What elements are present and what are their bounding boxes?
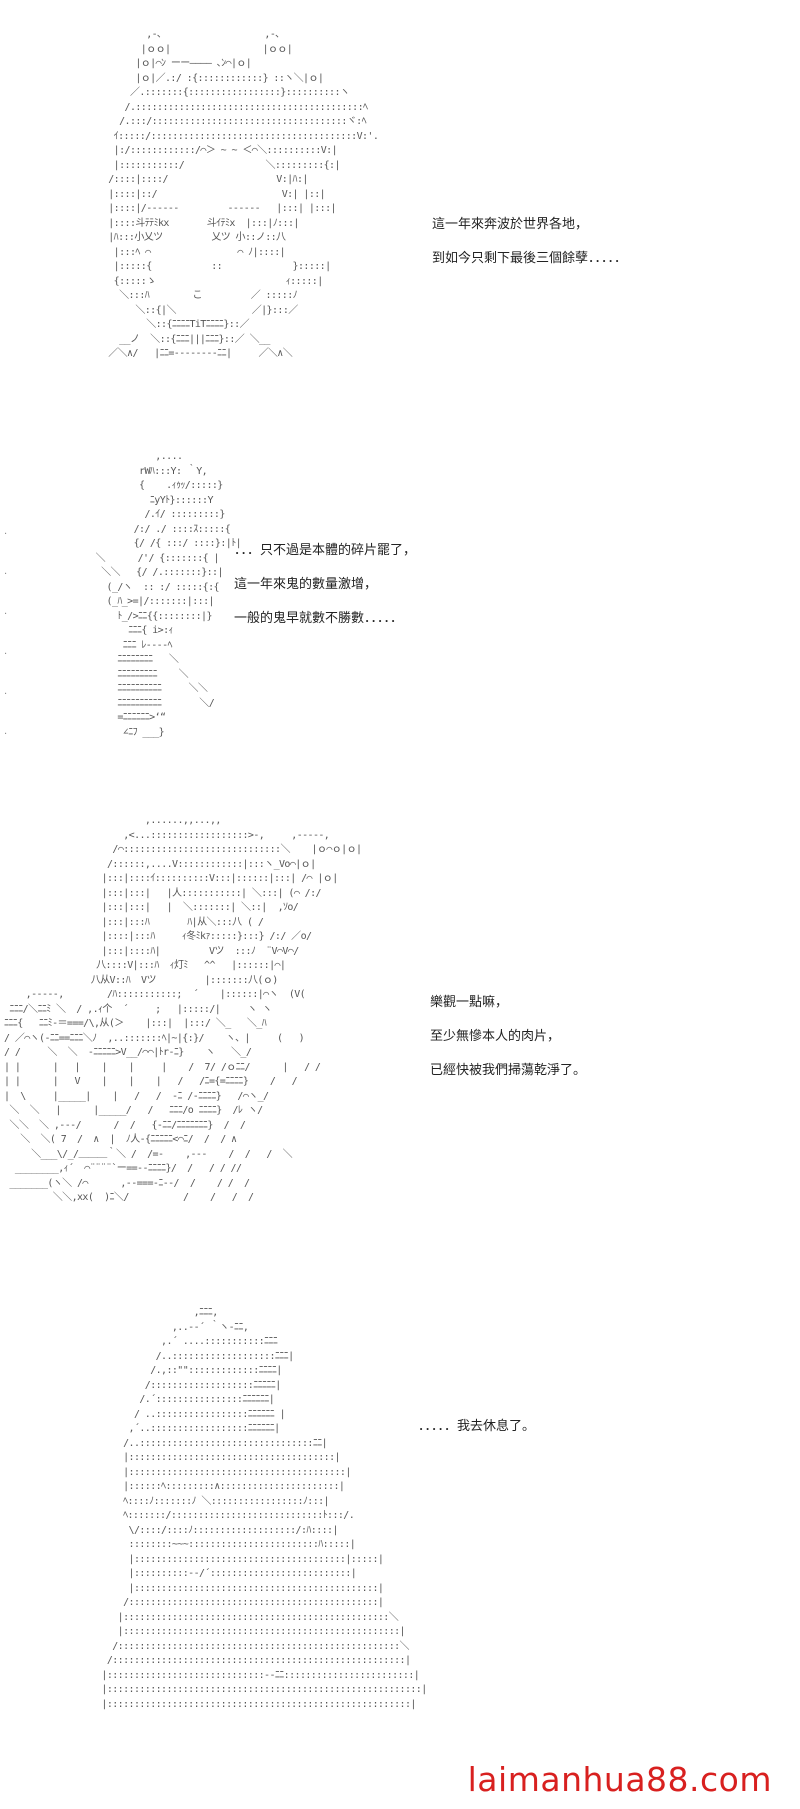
dialog-line: 至少無慘本人的肉片， bbox=[430, 1029, 561, 1044]
ascii-art-character-1: ,-､ ,-､ |ｏｏ| |ｏｏ| |ｏ|⌒ﾝ ーー―――― ､ﾝ⌒|ｏ| |ｏ… bbox=[108, 29, 379, 359]
dialog-line: ．．．．．我去休息了。 bbox=[418, 1419, 536, 1434]
dialog-box: ．．．只不過是本體的碎片罷了， 這一年來鬼的數量激增， 一般的鬼早就數不勝數．．… bbox=[234, 534, 416, 636]
decorative-dots: ······ bbox=[4, 529, 8, 740]
panel-2: ,.... rWﾊ:::Y: ｀Y, { .ｨｩｯ/:::::} ﾆyYﾄ}::… bbox=[0, 430, 800, 770]
panel-3: ,......,,...,, ,<...::::::::::::::::::>-… bbox=[0, 800, 800, 1280]
ascii-art-character-2: ,.... rWﾊ:::Y: ｀Y, { .ｨｩｯ/:::::} ﾆyYﾄ}::… bbox=[95, 451, 242, 738]
watermark-logo: laimanhua88.com bbox=[467, 1760, 772, 1799]
dialog-line: 到如今只剩下最後三個餘孽．．．．． bbox=[432, 251, 628, 266]
ascii-art-characters-3: ,......,,...,, ,<...::::::::::::::::::>-… bbox=[4, 815, 362, 1203]
ascii-art-character-4: ,ﾆﾆﾆ, ,..-‐´ ｀ヽ-ﾆﾆ, ,.´ ....:::::::::::ﾆ… bbox=[101, 1307, 427, 1710]
dialog-line: 一般的鬼早就數不勝數．．．．． bbox=[234, 611, 404, 626]
dialog-line: 這一年來奔波於世界各地， bbox=[432, 217, 589, 232]
dialog-box: 樂觀一點嘛， 至少無慘本人的肉片， 已經快被我們掃蕩乾淨了。 bbox=[430, 986, 586, 1088]
dialog-box: ．．．．．我去休息了。 bbox=[418, 1410, 535, 1444]
dialog-line: 樂觀一點嘛， bbox=[430, 995, 509, 1010]
panel-1: ,-､ ,-､ |ｏｏ| |ｏｏ| |ｏ|⌒ﾝ ーー―――― ､ﾝ⌒|ｏ| |ｏ… bbox=[0, 0, 800, 420]
dialog-line: 已經快被我們掃蕩乾淨了。 bbox=[430, 1063, 587, 1078]
panel-4: ,ﾆﾆﾆ, ,..-‐´ ｀ヽ-ﾆﾆ, ,.´ ....:::::::::::ﾆ… bbox=[0, 1300, 800, 1809]
dialog-line: 這一年來鬼的數量激增， bbox=[234, 577, 378, 592]
dialog-box: 這一年來奔波於世界各地， 到如今只剩下最後三個餘孽．．．．． bbox=[432, 208, 627, 276]
dialog-line: ．．．只不過是本體的碎片罷了， bbox=[234, 543, 417, 558]
